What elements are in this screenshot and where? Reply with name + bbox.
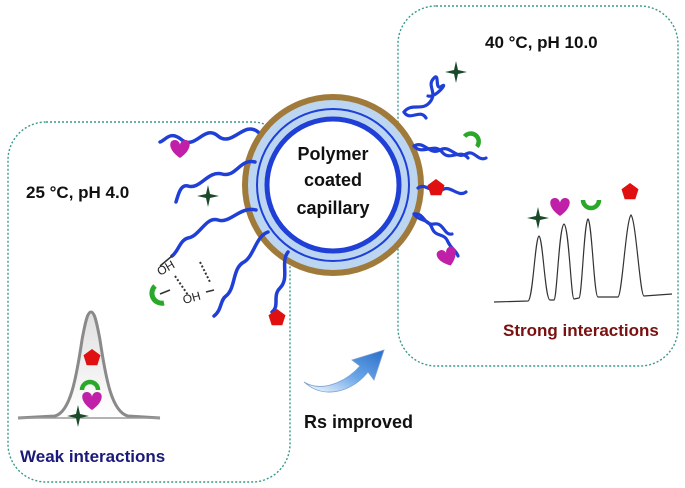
left-condition-label: 25 °C, pH 4.0 bbox=[26, 183, 129, 202]
star-marker bbox=[527, 207, 549, 229]
rs-improved-caption: Rs improved bbox=[304, 412, 413, 432]
polymer-coated-capillary bbox=[242, 94, 424, 276]
star-analyte bbox=[445, 61, 467, 83]
arc-marker bbox=[583, 200, 599, 208]
left-panel-frame bbox=[7, 121, 291, 483]
improvement-arrow-icon bbox=[303, 349, 385, 393]
capillary-label-line3: capillary bbox=[296, 198, 369, 218]
pentagon-analyte bbox=[427, 179, 445, 196]
pentagon-marker bbox=[621, 183, 639, 200]
strong-interactions-caption: Strong interactions bbox=[503, 321, 659, 340]
heart-marker bbox=[550, 198, 570, 216]
capillary-lumen bbox=[264, 116, 402, 254]
analytes-left bbox=[149, 140, 286, 326]
right-chromatogram bbox=[493, 214, 673, 303]
heart-analyte bbox=[170, 140, 190, 158]
resolved-peaks bbox=[493, 214, 673, 303]
hydroxyl-label-1: OH bbox=[155, 257, 178, 278]
hydroxyl-group: OH OH bbox=[155, 255, 215, 307]
capillary-label-line1: Polymer bbox=[297, 144, 368, 164]
capillary-label-line2: coated bbox=[304, 170, 362, 190]
arc-analyte bbox=[149, 284, 165, 306]
right-peak-symbols bbox=[527, 183, 639, 229]
heart-analyte bbox=[435, 245, 460, 269]
left-polymer-chains bbox=[158, 127, 290, 318]
hydroxyl-label-2: OH bbox=[181, 289, 202, 307]
arc-analyte bbox=[465, 130, 482, 146]
weak-interactions-caption: Weak interactions bbox=[20, 447, 165, 466]
star-analyte bbox=[197, 185, 219, 207]
right-condition-label: 40 °C, pH 10.0 bbox=[485, 33, 598, 52]
